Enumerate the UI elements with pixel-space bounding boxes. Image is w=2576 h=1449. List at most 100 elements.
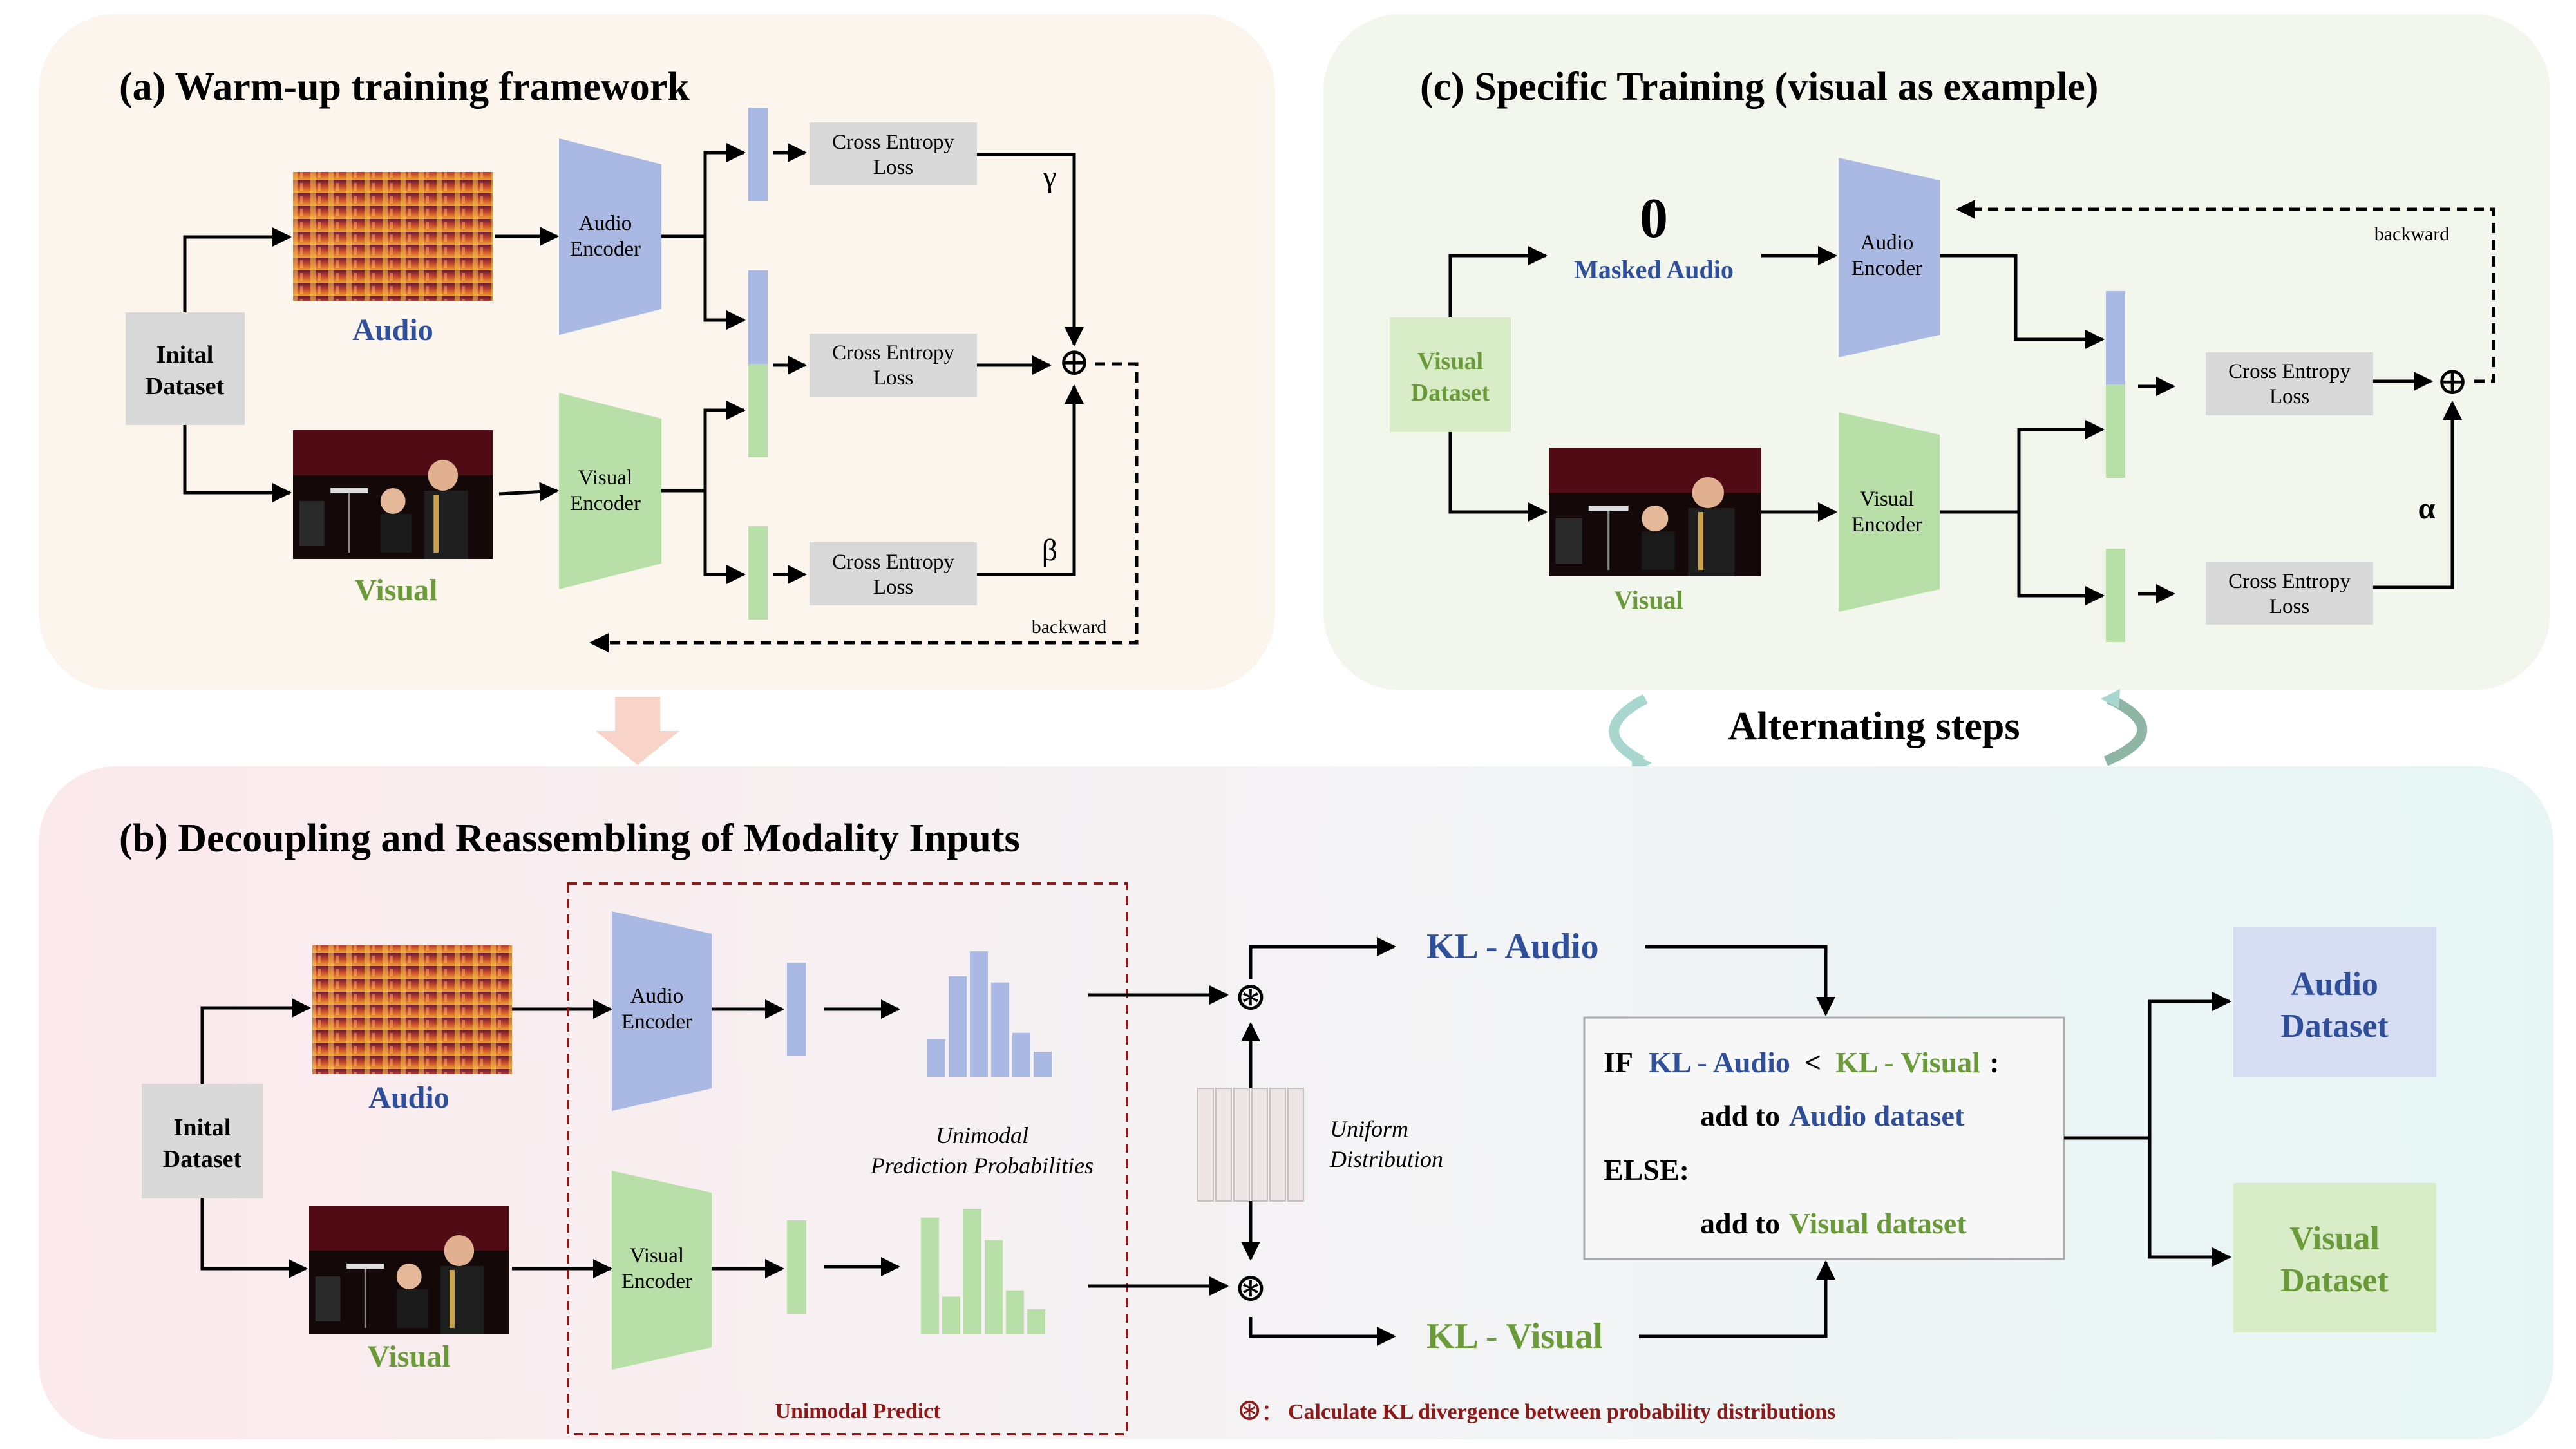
legend-text: Calculate KL divergence between probabil… [1288, 1400, 1835, 1424]
gamma-weight: γ [1042, 160, 1056, 194]
inital-dataset-label-b-line2: Dataset [163, 1146, 242, 1173]
unimodal-predict-label: Unimodal Predict [775, 1399, 941, 1423]
audio-spectrogram-b [312, 945, 512, 1074]
visual-encoder-label-b-line2: Encoder [621, 1270, 692, 1293]
visual-probability-bars [921, 1209, 1045, 1334]
visual-dataset-label-c-line1: Visual [1417, 348, 1483, 375]
kl-operator-audio: ⊛ [1234, 975, 1267, 1019]
audio-encoder-label-b-line2: Encoder [621, 1010, 692, 1034]
inital-dataset-label-a-line2: Dataset [146, 373, 225, 400]
visual-feature-c [2106, 549, 2125, 642]
audio-prob-bar-2 [949, 976, 967, 1077]
inital-dataset-box-a [126, 312, 245, 425]
panel-b-title: (b) Decoupling and Reassembling of Modal… [119, 817, 1020, 860]
visual-image-c [1548, 446, 1763, 578]
alpha-weight: α [2418, 491, 2436, 526]
condition-else: ELSE: [1604, 1153, 1689, 1186]
beta-weight: β [1042, 533, 1057, 567]
panel-b: (b) Decoupling and Reassembling of Modal… [39, 766, 2553, 1439]
visual-encoder-label-a-line1: Visual [578, 466, 632, 489]
masked-audio-label: Masked Audio [1574, 255, 1734, 284]
visual-prob-bar-1 [921, 1217, 939, 1334]
visual-encoder-b [612, 1171, 712, 1370]
visual-encoder-a [559, 393, 661, 589]
kl-audio-label: KL - Audio [1426, 927, 1599, 967]
audio-encoder-label-c-line1: Audio [1861, 231, 1914, 254]
visual-prob-bar-4 [985, 1240, 1003, 1334]
inital-dataset-label-b-line1: Inital [174, 1114, 231, 1141]
audio-prob-bar-1 [927, 1039, 945, 1077]
ce-loss-box-a2 [810, 334, 977, 397]
audio-dataset-label-line1: Audio [2291, 966, 2378, 1003]
panel-a: (a) Warm-up training framework Inital Da… [39, 14, 1275, 690]
ce-loss-label-a1-line2: Loss [873, 156, 913, 179]
visual-prob-bar-6 [1027, 1309, 1045, 1334]
visual-dataset-label-c-line2: Dataset [1411, 379, 1490, 406]
ce-loss-box-c1 [2206, 352, 2373, 415]
audio-encoder-c [1839, 158, 1940, 357]
visual-feature-a [748, 526, 768, 620]
unimodal-probs-label-line2: Prediction Probabilities [870, 1153, 1094, 1179]
visual-label-c: Visual [1614, 585, 1683, 614]
uniform-label-line1: Uniform [1330, 1116, 1408, 1142]
unimodal-probs-label-line1: Unimodal [936, 1122, 1028, 1148]
audio-feature-b [787, 963, 806, 1056]
fused-feature-visual-part-a [748, 364, 768, 457]
audio-probability-bars [927, 951, 1052, 1077]
visual-dataset-label-line2: Dataset [2280, 1262, 2389, 1299]
audio-encoder-b [612, 911, 712, 1111]
visual-dataset-box [2233, 1183, 2436, 1332]
ce-loss-label-a3-line2: Loss [873, 576, 913, 599]
visual-encoder-label-a-line2: Encoder [570, 492, 641, 515]
audio-prob-bar-5 [1012, 1032, 1030, 1077]
visual-prob-bar-2 [942, 1296, 960, 1334]
visual-encoder-label-b-line1: Visual [630, 1244, 684, 1267]
visual-feature-b [787, 1220, 806, 1314]
audio-dataset-label-line2: Dataset [2280, 1008, 2389, 1045]
sum-operator-c: ⊕ [2436, 360, 2468, 402]
panel-c: (c) Specific Training (visual as example… [1323, 14, 2550, 690]
ce-loss-label-c1-line2: Loss [2269, 385, 2309, 408]
ce-loss-label-a2-line2: Loss [873, 366, 913, 390]
visual-encoder-c [1839, 412, 1940, 612]
audio-dataset-box [2233, 927, 2436, 1077]
audio-prob-bar-4 [991, 982, 1009, 1077]
visual-label-a: Visual [355, 573, 438, 607]
ce-loss-box-c2 [2206, 562, 2373, 625]
audio-encoder-label-c-line2: Encoder [1852, 257, 1922, 280]
zero-input: 0 [1640, 187, 1668, 250]
ce-loss-label-c1-line1: Cross Entropy [2228, 360, 2351, 383]
ce-loss-label-a2-line1: Cross Entropy [832, 341, 954, 365]
uniform-label-line2: Distribution [1329, 1146, 1443, 1172]
panel-c-title: (c) Specific Training (visual as example… [1420, 65, 2098, 109]
sum-operator-a: ⊕ [1058, 341, 1090, 383]
visual-dataset-box-c [1390, 317, 1511, 432]
backward-label-c: backward [2374, 223, 2450, 245]
ce-loss-label-c2-line2: Loss [2269, 595, 2309, 618]
ce-loss-box-a3 [810, 542, 977, 605]
audio-prob-bar-3 [970, 951, 988, 1077]
ce-loss-label-a1-line1: Cross Entropy [832, 131, 954, 154]
audio-spectrogram-a [293, 172, 493, 301]
fused-feature-audio-part-a [748, 270, 768, 364]
condition-box [1583, 1016, 2065, 1260]
audio-encoder-label-a-line2: Encoder [570, 238, 641, 261]
visual-image-b [308, 1204, 510, 1336]
audio-encoder-label-b-line1: Audio [630, 985, 684, 1008]
uniform-distribution-bars [1197, 1088, 1304, 1202]
visual-image-a [292, 429, 494, 560]
audio-encoder-a [559, 138, 661, 335]
inital-dataset-box-b [142, 1084, 263, 1198]
kl-operator-visual: ⊛ [1234, 1266, 1267, 1310]
backward-label-a: backward [1032, 616, 1107, 638]
audio-feature-a [748, 108, 768, 201]
alternating-right-arrow [2103, 694, 2148, 766]
audio-encoder-label-a-line1: Audio [579, 212, 632, 235]
fused-feature-visual-part-c [2106, 384, 2125, 478]
kl-visual-label: KL - Visual [1426, 1316, 1603, 1356]
audio-label-b: Audio [368, 1081, 449, 1115]
